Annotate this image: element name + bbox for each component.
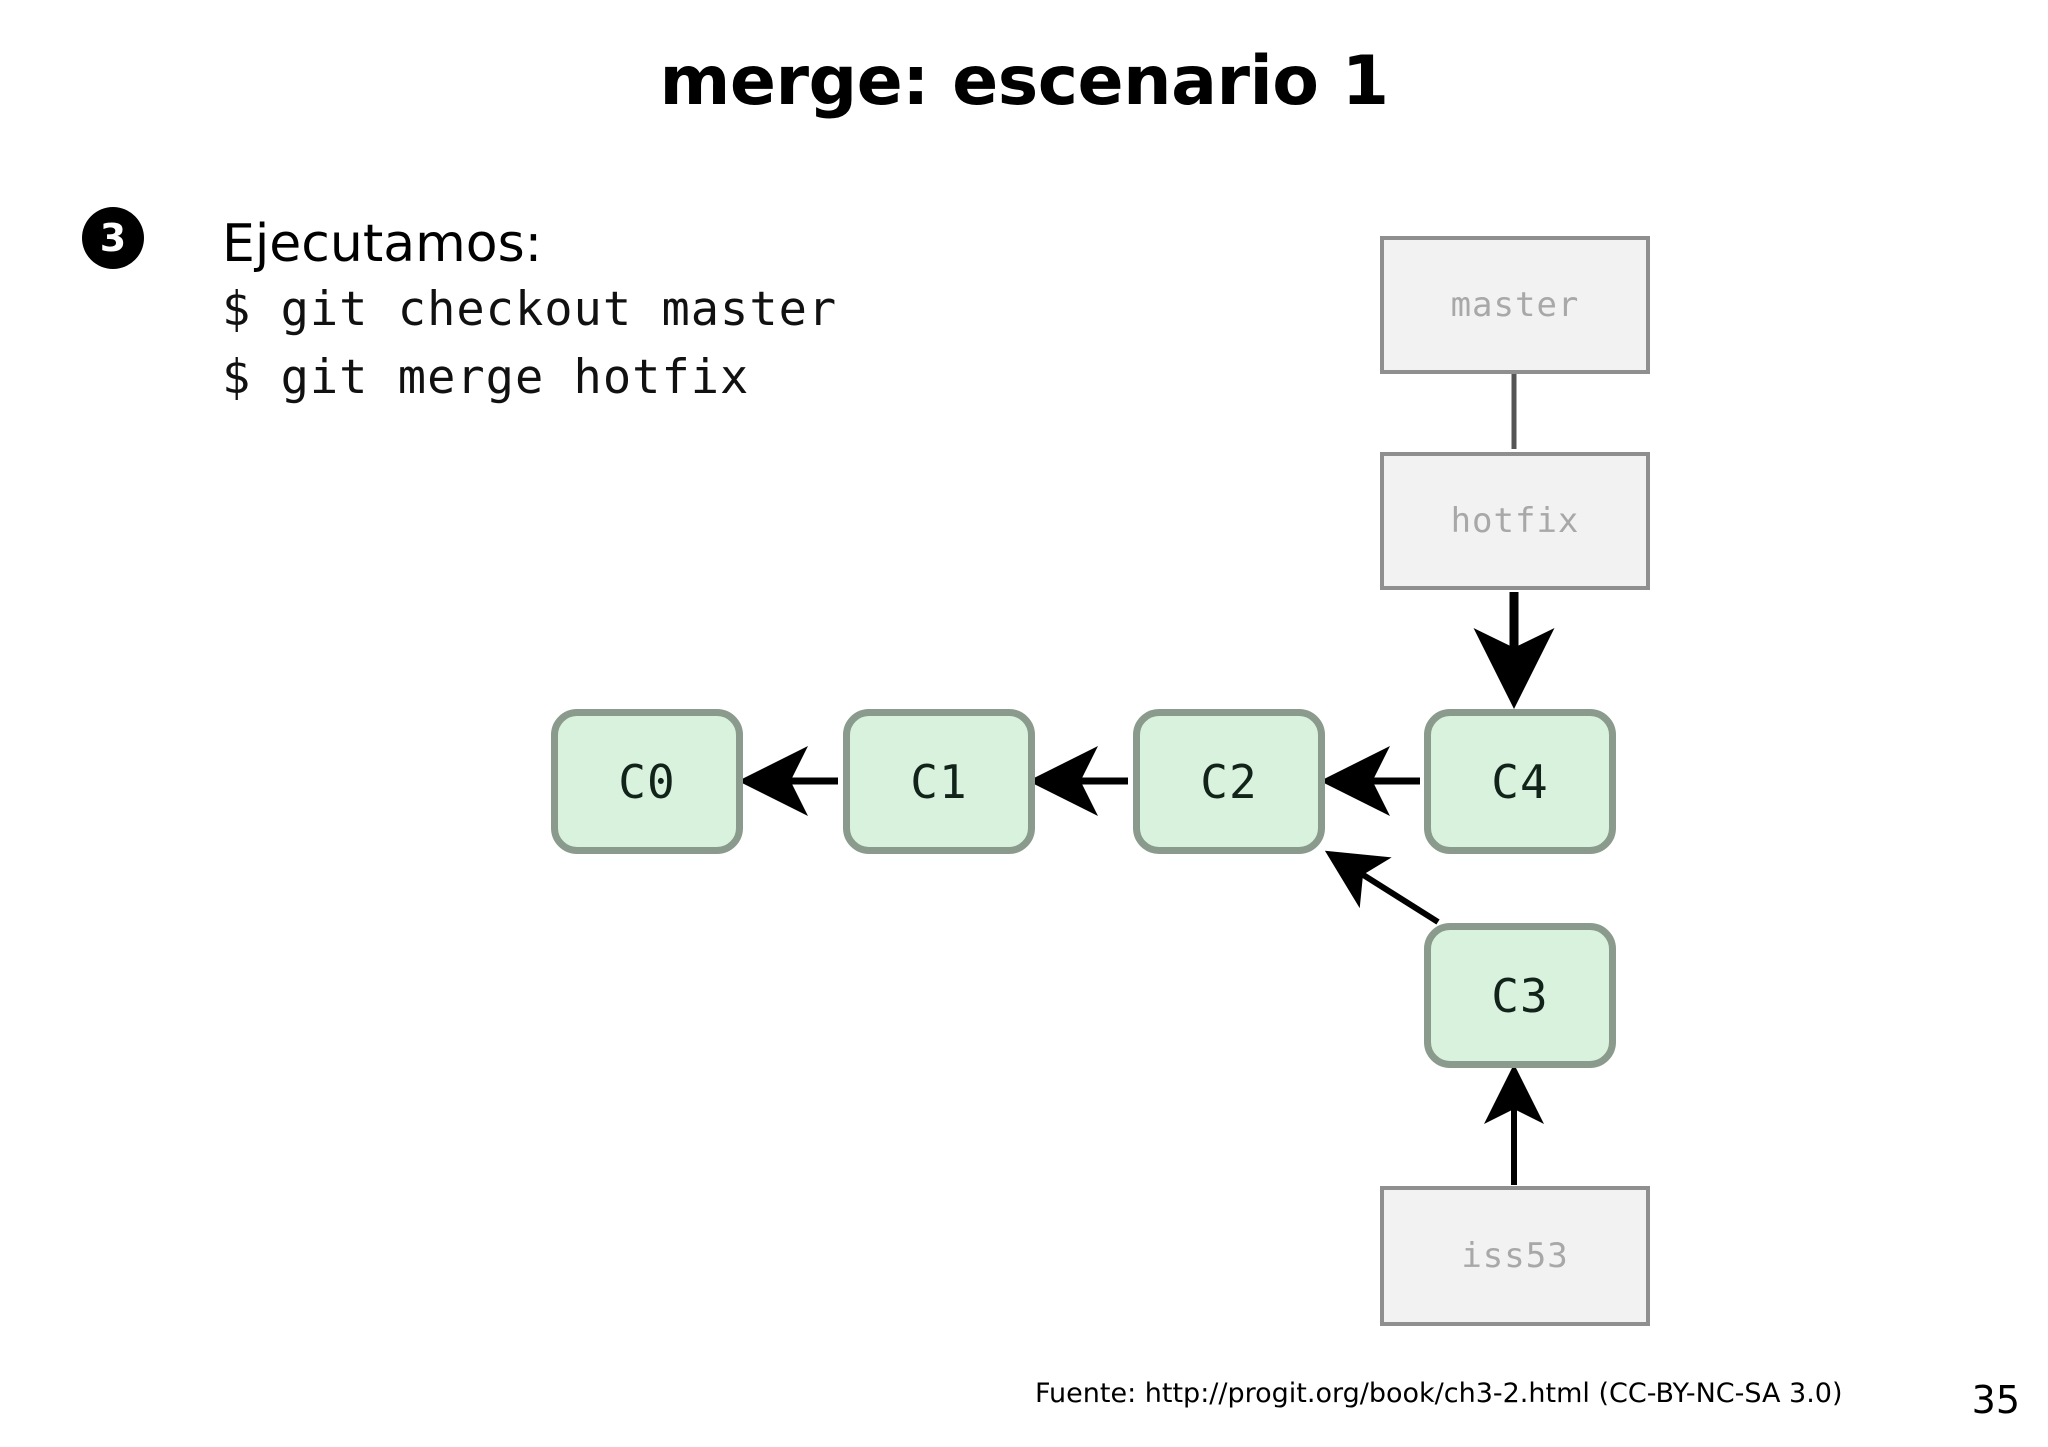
commit-node-c2: C2 (1133, 709, 1325, 854)
edge-c3-to-c2 (1324, 850, 1440, 925)
branch-label-hotfix: hotfix (1380, 452, 1650, 590)
commit-node-c1: C1 (843, 709, 1035, 854)
commit-node-c2-label: C2 (1200, 754, 1258, 809)
commit-node-c0-label: C0 (618, 754, 676, 809)
branch-label-master-text: master (1450, 285, 1580, 325)
branch-label-master: master (1380, 236, 1650, 374)
branch-label-iss53: iss53 (1380, 1186, 1650, 1326)
page-number: 35 (1971, 1378, 2020, 1422)
commit-node-c4: C4 (1424, 709, 1616, 854)
step-number-badge: 3 (82, 207, 144, 269)
command-line-checkout: $ git checkout master (222, 282, 838, 337)
commit-node-c0: C0 (551, 709, 743, 854)
branch-label-iss53-text: iss53 (1461, 1236, 1569, 1276)
source-attribution: Fuente: http://progit.org/book/ch3-2.htm… (1035, 1378, 1843, 1409)
command-line-merge: $ git merge hotfix (222, 350, 750, 405)
page-title: merge: escenario 1 (659, 42, 1389, 121)
step-heading: Ejecutamos: (222, 214, 543, 274)
commit-node-c3-label: C3 (1491, 968, 1549, 1023)
commit-node-c1-label: C1 (910, 754, 968, 809)
branch-label-hotfix-text: hotfix (1450, 501, 1580, 541)
commit-node-c3: C3 (1424, 923, 1616, 1068)
step-text-block: Ejecutamos: $ git checkout master $ git … (222, 212, 1222, 412)
commit-node-c4-label: C4 (1491, 754, 1549, 809)
